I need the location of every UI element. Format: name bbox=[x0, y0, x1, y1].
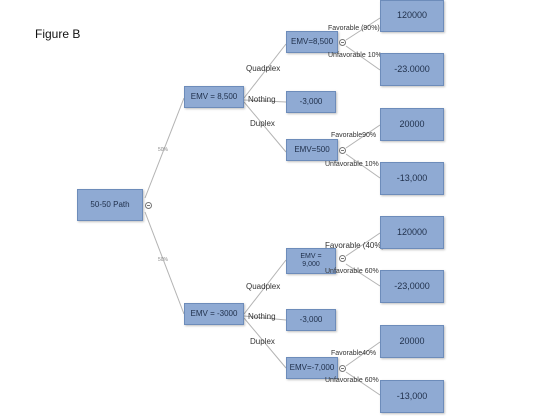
upper-nothing-value: -3,000 bbox=[299, 96, 323, 106]
prob-lower: 50% bbox=[158, 257, 169, 263]
connector-upper-quadplex bbox=[243, 43, 287, 99]
connector-lq-unfav bbox=[345, 263, 381, 287]
ld-fav-value: 20000 bbox=[399, 335, 425, 346]
ld-fav-value-node: 20000 bbox=[380, 325, 444, 358]
upper-quadplex-emv: EMV=8,500 bbox=[290, 36, 334, 46]
lower-emv-node: EMV = -3000 bbox=[184, 303, 244, 325]
lower-nothing-label: Nothing bbox=[248, 312, 276, 321]
lower-quadplex-emv: EMV = 9,000 bbox=[300, 253, 322, 268]
upper-emv-node: EMV = 8,500 bbox=[184, 86, 244, 108]
lq-unfav-value-node: -23,0000 bbox=[380, 270, 444, 303]
connector-lq-fav bbox=[345, 232, 381, 257]
chance-node-icon bbox=[339, 365, 346, 372]
figure-title: Figure B bbox=[35, 27, 81, 41]
uq-unfav-value-node: -23.0000 bbox=[380, 53, 444, 86]
chance-node-icon bbox=[339, 39, 346, 46]
uq-unfavorable-label: Unfavorable 10% bbox=[328, 52, 382, 59]
uq-fav-value-node: 120000 bbox=[380, 0, 444, 32]
ud-unfav-value: -13,000 bbox=[396, 172, 428, 183]
lq-unfavorable-label: Unfavorable 60% bbox=[325, 268, 379, 275]
connector-ud-unfav bbox=[345, 153, 381, 179]
lower-duplex-emv-node: EMV=-7,000 bbox=[286, 357, 338, 379]
lq-fav-value: 120000 bbox=[396, 226, 428, 237]
connector-uq-unfav bbox=[345, 45, 381, 71]
lq-unfav-value: -23,0000 bbox=[394, 280, 430, 291]
connector-ld-fav bbox=[345, 341, 381, 367]
lower-nothing-node: -3,000 bbox=[286, 309, 336, 331]
lower-emv-label: EMV = -3000 bbox=[190, 308, 238, 318]
connector-lower-quadplex bbox=[243, 259, 287, 315]
ud-fav-value-node: 20000 bbox=[380, 108, 444, 141]
chance-node-icon bbox=[145, 202, 152, 209]
uq-unfav-value: -23.0000 bbox=[394, 63, 430, 74]
uq-favorable-label: Favorable (90%) bbox=[328, 25, 380, 32]
prob-upper: 50% bbox=[158, 147, 169, 153]
connector-lower-nothing bbox=[243, 315, 287, 321]
ud-unfavorable-label: Unfavorable 10% bbox=[325, 161, 379, 168]
connector-root-upper bbox=[144, 97, 185, 199]
upper-duplex-label: Duplex bbox=[250, 119, 275, 128]
upper-emv-label: EMV = 8,500 bbox=[190, 91, 238, 101]
uq-fav-value: 120000 bbox=[396, 10, 428, 21]
connector-upper-duplex bbox=[243, 101, 287, 153]
connector-lower-duplex bbox=[243, 317, 287, 369]
connector-root-lower bbox=[144, 211, 185, 315]
connector-ld-unfav bbox=[345, 371, 381, 396]
ud-favorable-label: Favorable90% bbox=[331, 132, 377, 139]
lower-duplex-emv: EMV=-7,000 bbox=[289, 362, 335, 372]
upper-duplex-emv: EMV=500 bbox=[294, 144, 330, 154]
connector-upper-nothing bbox=[243, 99, 287, 103]
upper-quadplex-emv-node: EMV=8,500 bbox=[286, 31, 338, 53]
upper-duplex-emv-node: EMV=500 bbox=[286, 139, 338, 161]
upper-quadplex-label: Quadplex bbox=[246, 64, 281, 73]
lower-quadplex-label: Quadplex bbox=[246, 282, 281, 291]
root-label: 50-50 Path bbox=[90, 199, 130, 209]
connector-ud-fav bbox=[345, 124, 381, 149]
upper-nothing-node: -3,000 bbox=[286, 91, 336, 113]
ld-unfav-value-node: -13,000 bbox=[380, 380, 444, 413]
ld-unfav-value: -13,000 bbox=[396, 390, 428, 401]
lower-nothing-value: -3,000 bbox=[299, 314, 323, 324]
connector-uq-fav bbox=[345, 17, 381, 41]
chance-node-icon bbox=[339, 147, 346, 154]
ud-unfav-value-node: -13,000 bbox=[380, 162, 444, 195]
root-node: 50-50 Path bbox=[77, 189, 143, 221]
lower-duplex-label: Duplex bbox=[250, 337, 275, 346]
upper-nothing-label: Nothing bbox=[248, 95, 276, 104]
ld-unfavorable-label: Unfavorable 60% bbox=[325, 377, 379, 384]
chance-node-icon bbox=[339, 255, 346, 262]
ld-favorable-label: Favorable40% bbox=[331, 350, 377, 357]
ud-fav-value: 20000 bbox=[399, 118, 425, 129]
lq-fav-value-node: 120000 bbox=[380, 216, 444, 249]
lq-favorable-label: Favorable (40%) bbox=[325, 241, 385, 250]
lower-quadplex-emv-node: EMV = 9,000 bbox=[286, 248, 336, 274]
